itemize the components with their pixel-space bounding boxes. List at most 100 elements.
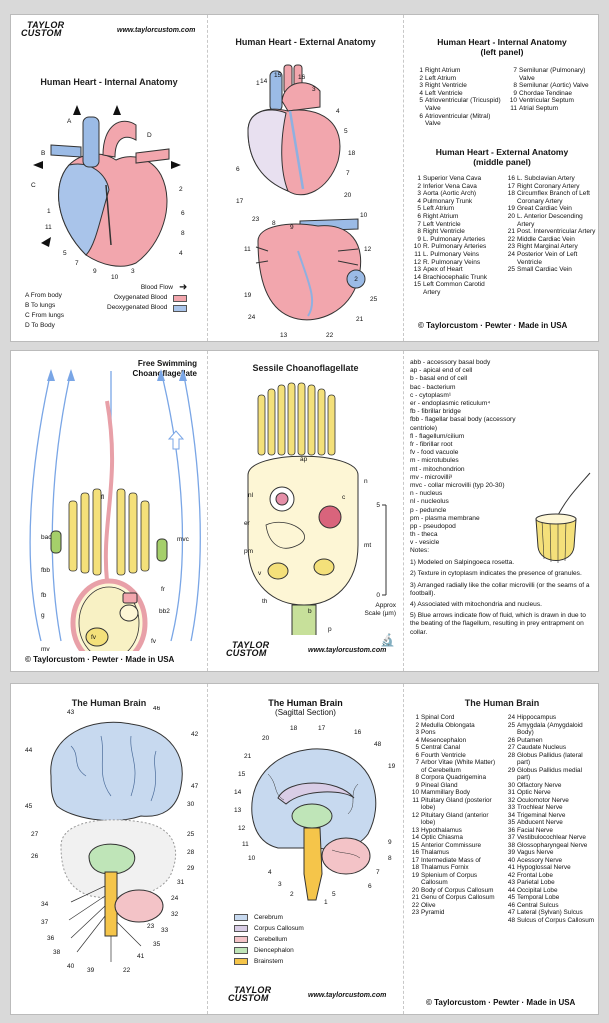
brain-ext-label-26: 26	[31, 853, 39, 860]
sag-label-12: 12	[238, 825, 246, 832]
flow-key-d: D To Body	[25, 322, 55, 329]
brain-ext-label-30: 30	[187, 801, 195, 808]
brain-ext-label-36: 36	[47, 935, 55, 942]
note-item: 1) Modeled on Salpingoeca rosetta.	[410, 559, 515, 567]
brain-ext-label-39: 39	[87, 967, 95, 974]
brand-logo: TAYLOR CUSTOM	[21, 20, 65, 38]
sag-label-13: 13	[234, 807, 242, 814]
heart-int-label-2: 2	[179, 186, 183, 193]
legend-cerebellum: Cerebellum	[234, 934, 304, 945]
heart-internal-body	[50, 116, 170, 267]
brand-url: www.taylorcustom.com	[308, 992, 387, 999]
heart-ext-label-5: 5	[344, 128, 348, 135]
sag-label-20: 20	[262, 735, 270, 742]
scale-label-units: Scale (µm)	[364, 610, 396, 617]
heart-ext-label-17: 17	[236, 198, 244, 205]
heart-int-label-d: D	[147, 132, 152, 139]
bb2	[122, 592, 138, 604]
choano-free-label-fb: fb	[41, 592, 47, 599]
list-item: fl - flagellum/cilium	[410, 432, 465, 440]
sag-label-1: 1	[324, 899, 328, 904]
list-item: b - basal end of cell	[410, 375, 468, 383]
brain-sagittal-diagram: 18 17 16 20 48 21 19 15 14 13 12 11 10 9…	[234, 725, 396, 904]
footer-text: © Taylorcustom · Pewter · Made in USA	[426, 998, 576, 1007]
choano-free-label-fv-2: fv	[151, 638, 157, 645]
choano-free-label-fv-1: fv	[91, 634, 97, 641]
collar	[68, 488, 150, 576]
heart-ext-label-22: 22	[326, 332, 334, 339]
choano-free-label-bb2: bb2	[159, 608, 170, 615]
brain-ext-label-44: 44	[25, 747, 33, 754]
heart-int-label-a: A	[67, 118, 72, 125]
heart-internal-diagram: A B C D 1 2 3 4 5 6 7 8 9 10 11	[31, 105, 185, 281]
choanoflagellate-card: Free Swimming Choanoflagellate	[10, 350, 599, 672]
cranial-nerves	[68, 885, 142, 962]
list-item: fr - fibrillar root	[410, 441, 453, 449]
nucleolus	[275, 492, 289, 506]
heart-int-label-7: 7	[75, 260, 79, 267]
scale-tick-0: 0	[376, 592, 380, 599]
cerebellum	[321, 837, 371, 875]
heart-ext-label-12: 12	[364, 246, 372, 253]
heart-ext-label-25: 25	[370, 296, 378, 303]
brainstem	[303, 827, 323, 901]
heart-external-panel: Human Heart - External Anatomy 1 2 3	[207, 15, 403, 341]
heart-legend-panel: Human Heart - Internal Anatomy (left pan…	[403, 15, 600, 341]
list-item: th - theca	[410, 531, 438, 539]
list-item: c - cytoplasm¹	[410, 391, 452, 399]
brain-exterior-title: The Human Brain	[71, 698, 147, 708]
footer-text: © Taylorcustom · Pewter · Made in USA	[25, 655, 175, 664]
brand-logo: TAYLOR CUSTOM	[228, 985, 272, 1003]
brain-ext-label-27: 27	[31, 831, 39, 838]
brain-ext-label-24: 24	[171, 895, 179, 902]
brain-exterior-diagram: 43 46 42 44 47 45 30 27 25 28 26 29 31 2…	[25, 706, 199, 974]
brain-ext-label-42: 42	[191, 731, 199, 738]
list-item: fv - food vacuole	[410, 449, 459, 457]
corpus-callosum	[277, 782, 355, 805]
brain-ext-label-29: 29	[187, 865, 195, 872]
sessile-label-n: n	[364, 478, 368, 485]
sag-label-5: 5	[332, 891, 336, 898]
heart-ext-label-2: 2	[354, 276, 358, 283]
brand-url: www.taylorcustom.com	[117, 27, 196, 34]
collar-microvilli	[257, 382, 336, 456]
brain-ext-label-23: 23	[147, 923, 155, 930]
heart-ext-label-20: 20	[344, 192, 352, 199]
diencephalon	[291, 803, 333, 829]
list-item: pp - pseudopod	[410, 523, 456, 531]
